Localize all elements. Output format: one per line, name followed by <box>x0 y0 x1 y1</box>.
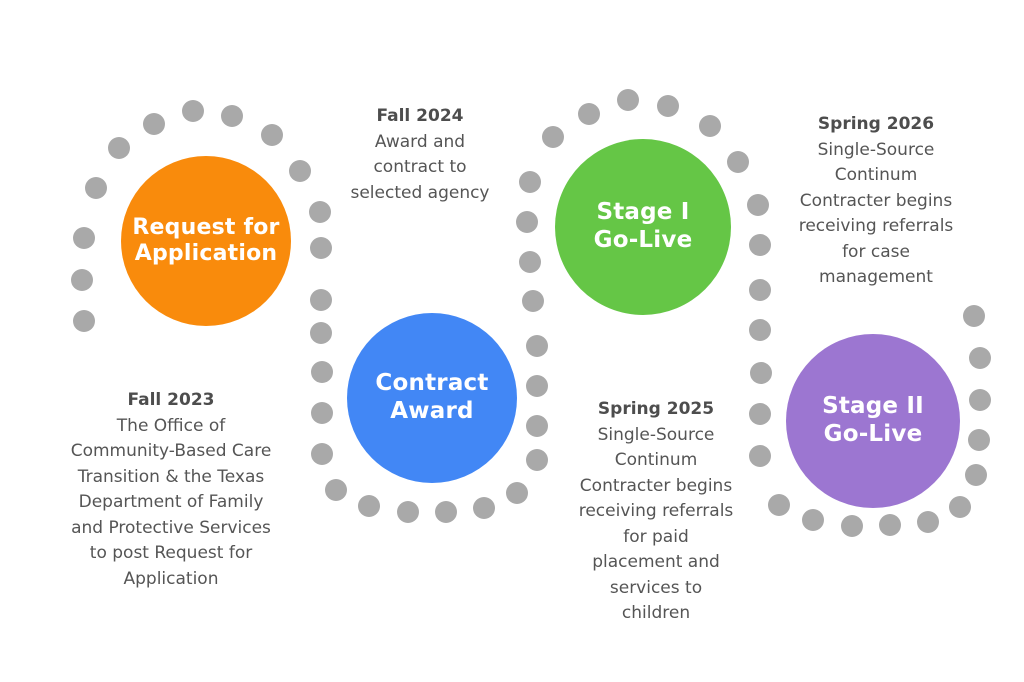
milestone-spring-2025: Spring 2025 Single-Source Continum Contr… <box>556 397 756 627</box>
milestone-fall-2023: Fall 2023 The Office of Community-Based … <box>40 388 302 592</box>
milestone-fall-2024: Fall 2024 Award and contract to selected… <box>330 104 510 206</box>
path-dot <box>526 375 548 397</box>
path-dot <box>841 515 863 537</box>
path-dot <box>727 151 749 173</box>
path-dot <box>802 509 824 531</box>
path-dot <box>311 402 333 424</box>
path-dot <box>578 103 600 125</box>
path-dot <box>768 494 790 516</box>
stage-label-line1: Stage I <box>596 199 690 226</box>
path-dot <box>310 289 332 311</box>
milestone-description: Award and contract to selected agency <box>350 131 490 203</box>
path-dot <box>969 347 991 369</box>
path-dot <box>309 201 331 223</box>
path-dot <box>750 362 772 384</box>
path-dot <box>526 415 548 437</box>
path-dot <box>289 160 311 182</box>
path-dot <box>311 443 333 465</box>
stage-label-line1: Request for <box>132 214 280 240</box>
stage-label-line2: Go-Live <box>593 227 693 253</box>
path-dot <box>749 403 771 425</box>
path-dot <box>221 105 243 127</box>
path-dot <box>71 269 93 291</box>
path-dot <box>749 234 771 256</box>
path-dot <box>617 89 639 111</box>
path-dot <box>699 115 721 137</box>
milestone-date: Spring 2025 <box>597 399 715 419</box>
path-dot <box>261 124 283 146</box>
path-dot <box>506 482 528 504</box>
path-dot <box>519 251 541 273</box>
path-dot <box>968 429 990 451</box>
path-dot <box>519 171 541 193</box>
stage-label-line2: Award <box>390 398 474 424</box>
path-dot <box>358 495 380 517</box>
path-dot <box>749 279 771 301</box>
path-dot <box>182 100 204 122</box>
path-dot <box>526 335 548 357</box>
stage-i-go-live: Stage I Go-Live <box>555 139 731 315</box>
path-dot <box>749 445 771 467</box>
path-dot <box>526 449 548 471</box>
path-dot <box>108 137 130 159</box>
path-dot <box>969 389 991 411</box>
path-dot <box>879 514 901 536</box>
path-dot <box>522 290 544 312</box>
milestone-date: Spring 2026 <box>817 114 935 134</box>
path-dot <box>310 322 332 344</box>
stage-label-line2: Application <box>134 241 278 266</box>
path-dot <box>310 237 332 259</box>
milestone-date: Fall 2023 <box>127 390 215 410</box>
path-dot <box>747 194 769 216</box>
path-dot <box>965 464 987 486</box>
path-dot <box>73 310 95 332</box>
path-dot <box>963 305 985 327</box>
milestone-description: Single-Source Continum Contracter begins… <box>798 139 954 288</box>
path-dot <box>749 319 771 341</box>
path-dot <box>657 95 679 117</box>
stage-label-line1: Stage II <box>822 393 924 420</box>
milestone-description: The Office of Community-Based Care Trans… <box>70 415 272 589</box>
path-dot <box>325 479 347 501</box>
stage-label-line1: Contract <box>375 370 489 397</box>
milestone-date: Fall 2024 <box>376 106 464 126</box>
path-dot <box>542 126 564 148</box>
stage-ii-go-live: Stage II Go-Live <box>786 334 960 508</box>
path-dot <box>143 113 165 135</box>
path-dot <box>73 227 95 249</box>
path-dot <box>917 511 939 533</box>
path-dot <box>85 177 107 199</box>
path-dot <box>473 497 495 519</box>
path-dot <box>435 501 457 523</box>
path-dot <box>949 496 971 518</box>
stage-request-for-application: Request for Application <box>121 156 291 326</box>
milestone-spring-2026: Spring 2026 Single-Source Continum Contr… <box>776 112 976 291</box>
stage-contract-award: Contract Award <box>347 313 517 483</box>
stage-label-line2: Go-Live <box>823 421 923 447</box>
path-dot <box>311 361 333 383</box>
path-dot <box>397 501 419 523</box>
milestone-description: Single-Source Continum Contracter begins… <box>578 424 734 624</box>
path-dot <box>516 211 538 233</box>
